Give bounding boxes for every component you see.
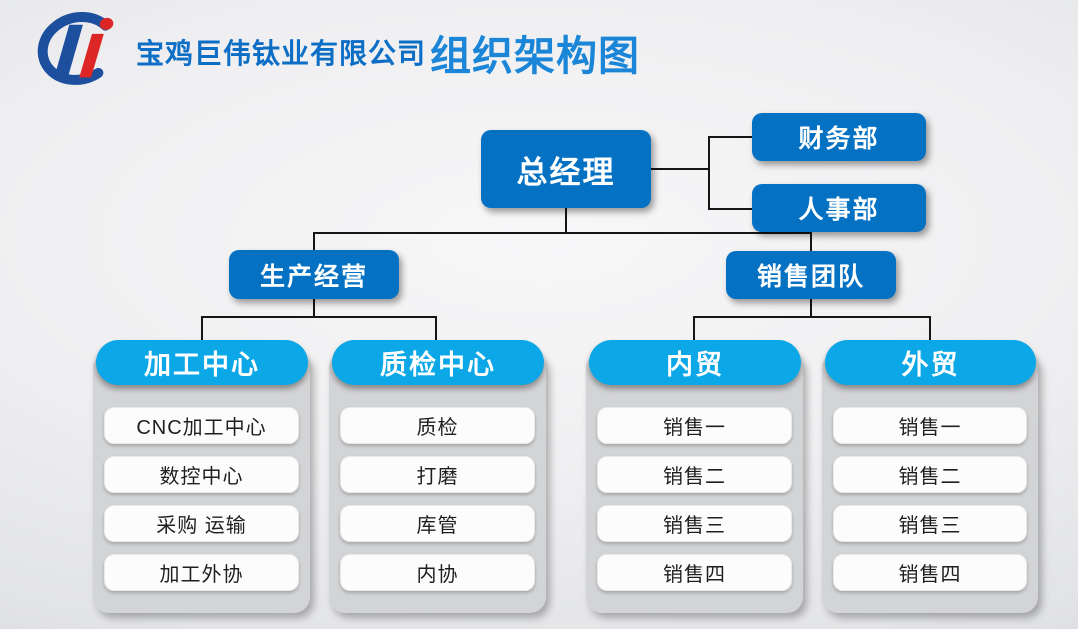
connector-to-qc-center [435, 316, 437, 342]
org-item: 打磨 [340, 456, 535, 493]
org-item: 质检 [340, 407, 535, 444]
connector-to-hr [708, 208, 752, 210]
connector-to-sales [810, 232, 812, 251]
group-column-domestic-trade: 销售一 销售二 销售三 销售四 [586, 352, 803, 613]
connector-sales-down [810, 298, 812, 318]
group-column-foreign-trade: 销售一 销售二 销售三 销售四 [822, 352, 1038, 613]
connector-to-finance [708, 136, 752, 138]
org-item: 销售二 [597, 456, 792, 493]
node-sales-team: 销售团队 [726, 251, 896, 299]
brand-header: 宝鸡巨伟钛业有限公司 组织架构图 [24, 12, 640, 92]
node-finance-dept: 财务部 [752, 113, 926, 161]
org-item: 销售三 [833, 505, 1027, 542]
org-item: 加工外协 [104, 554, 299, 591]
group-column-processing-center: CNC加工中心 数控中心 采购 运输 加工外协 [93, 352, 310, 613]
org-item: 销售三 [597, 505, 792, 542]
connector-to-production [313, 232, 315, 250]
company-name: 宝鸡巨伟钛业有限公司 [136, 38, 427, 69]
connector-right-bus [693, 316, 931, 318]
group-header-qc-center: 质检中心 [332, 340, 544, 385]
group-header-domestic-trade: 内贸 [589, 340, 801, 385]
group-header-foreign-trade: 外贸 [825, 340, 1036, 385]
page-title: 组织架构图 [430, 33, 641, 79]
connector-root-down [565, 208, 567, 234]
org-item: 销售二 [833, 456, 1027, 493]
connector-main-bus [313, 232, 812, 234]
node-hr-dept: 人事部 [752, 184, 926, 232]
node-production-operations: 生产经营 [229, 250, 399, 299]
org-item: 销售一 [597, 407, 792, 444]
org-item: 销售四 [597, 554, 792, 591]
connector-root-to-bracket [651, 168, 709, 170]
org-item: 销售四 [833, 554, 1027, 591]
node-general-manager: 总经理 [481, 130, 651, 208]
org-item: 库管 [340, 505, 535, 542]
connector-to-processing-center [201, 316, 203, 342]
group-header-processing-center: 加工中心 [96, 340, 308, 385]
group-column-qc-center: 质检 打磨 库管 内协 [329, 352, 546, 613]
org-item: 内协 [340, 554, 535, 591]
org-item: 采购 运输 [104, 505, 299, 542]
org-item: 数控中心 [104, 456, 299, 493]
org-item: 销售一 [833, 407, 1027, 444]
org-item: CNC加工中心 [104, 407, 299, 444]
connector-left-bus [201, 316, 437, 318]
connector-to-domestic-trade [693, 316, 695, 342]
connector-production-down [313, 298, 315, 318]
connector-to-foreign-trade [929, 316, 931, 342]
connector-bracket-vertical [708, 136, 710, 210]
company-logo-icon [37, 12, 114, 85]
